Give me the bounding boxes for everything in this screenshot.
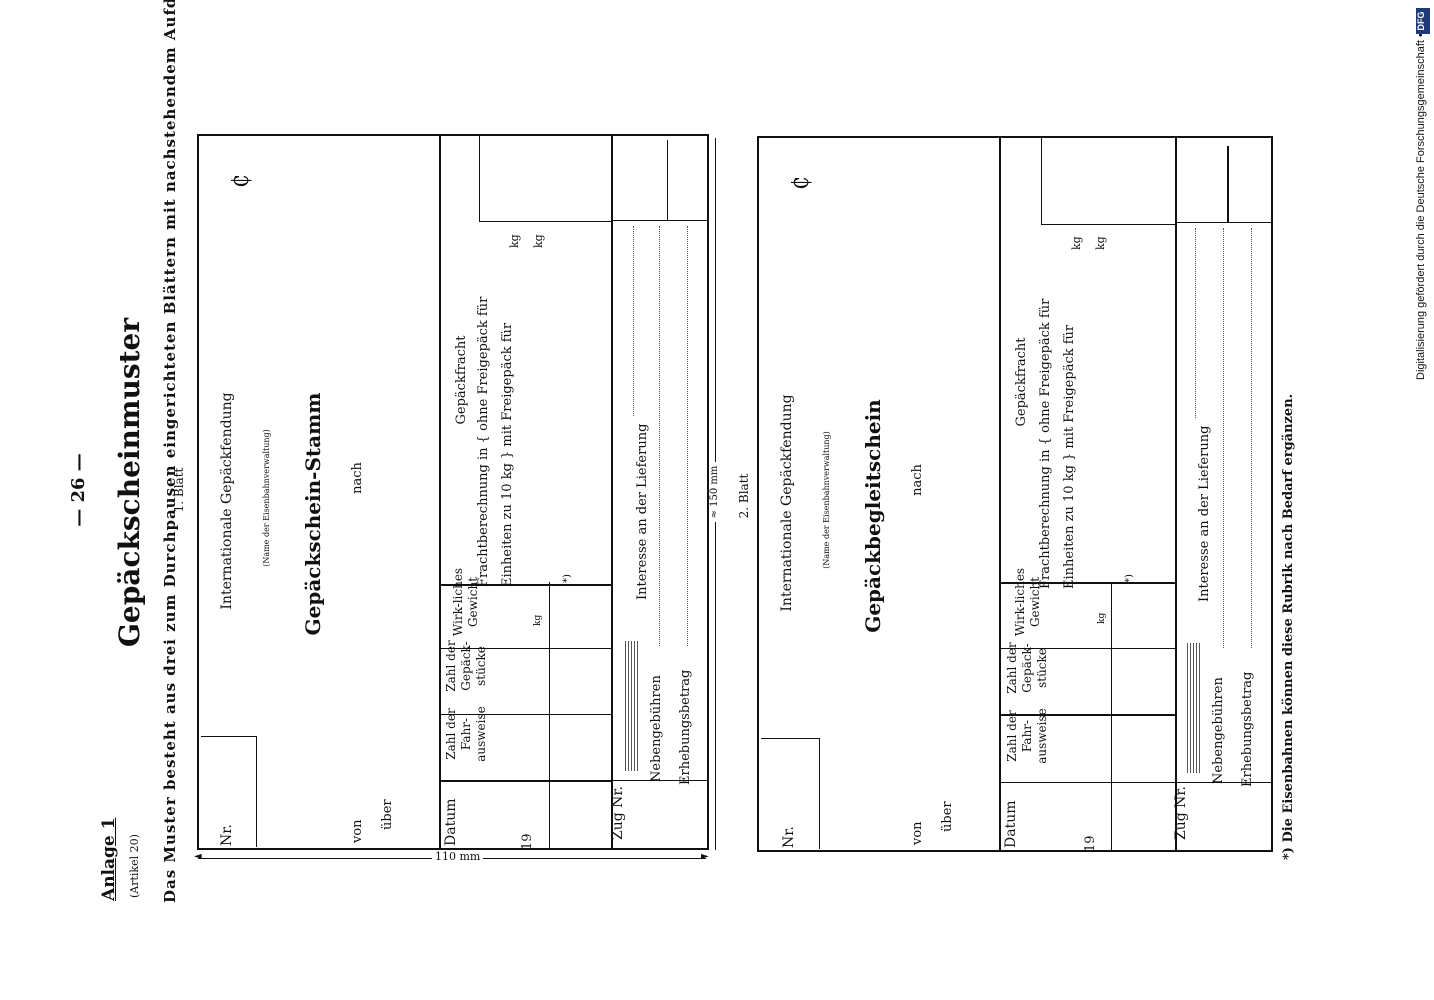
admin-note: (Name der Eisenbahnverwaltung) bbox=[262, 429, 271, 567]
calc-kg-2: kg bbox=[532, 234, 545, 248]
calc-kg-2: kg bbox=[1094, 236, 1107, 250]
col-divider-2 bbox=[439, 714, 611, 715]
row-divider-1 bbox=[999, 582, 1175, 584]
erhebung-label: Erhebungsbetrag bbox=[1240, 671, 1255, 787]
bottom-col-line bbox=[1175, 782, 1271, 783]
width-label: 110 mm bbox=[432, 850, 484, 863]
admin-note: (Name der Eisenbahnverwaltung) bbox=[822, 431, 831, 569]
page-number: — 26 — bbox=[68, 453, 89, 527]
width-arrow-right: ► bbox=[701, 851, 709, 862]
fracht-top-line bbox=[479, 136, 480, 221]
ueber-label: über bbox=[380, 799, 395, 830]
currency-symbol: ₵ bbox=[789, 176, 814, 190]
col-divider-3 bbox=[439, 648, 611, 649]
gepaeckfracht-label: Gepäckfracht bbox=[1014, 337, 1029, 427]
footnote-text: *) Die Eisenbahnen können diese Rubrik n… bbox=[1281, 393, 1296, 860]
fracht-top-line bbox=[1041, 138, 1042, 224]
footnote-mark: *) bbox=[1124, 574, 1135, 583]
nr-label: Nr. bbox=[781, 826, 797, 848]
header-row-line bbox=[549, 582, 550, 850]
interesse-label: Interesse an der Lieferung bbox=[1197, 425, 1212, 602]
nr-label: Nr. bbox=[219, 824, 235, 846]
gepaeckfracht-label: Gepäckfracht bbox=[454, 335, 469, 425]
interesse-label: Interesse an der Lieferung bbox=[635, 423, 650, 600]
col-divider-3 bbox=[999, 782, 1175, 783]
gewicht-kg: kg bbox=[533, 614, 543, 626]
col-datum: Datum bbox=[1003, 800, 1019, 849]
bottom-col-line bbox=[611, 780, 707, 781]
hatched-area bbox=[625, 641, 639, 771]
fracht-row-line bbox=[479, 221, 613, 222]
col-fahrausweise: Zahl der Fahr-ausweise bbox=[444, 706, 488, 762]
dfg-logo: DFG bbox=[1416, 8, 1430, 34]
calc-line-1: Frachtberechnung in { ohne Freigepäck fü… bbox=[476, 296, 491, 587]
col-stuecke: Zahl der Gepäck-stücke bbox=[1005, 642, 1049, 694]
row-divider-1 bbox=[439, 584, 611, 586]
form-title: Gepäckschein-Stamm bbox=[301, 392, 325, 636]
table-top-line bbox=[439, 136, 441, 850]
calc-line-2: Einheiten zu 10 kg } mit Freigepäck für bbox=[500, 322, 515, 587]
zug-row-line bbox=[1175, 138, 1177, 852]
digitization-credit: Digitalisierung gefördert durch die Deut… bbox=[1415, 33, 1427, 380]
erhebung-dots bbox=[1251, 228, 1252, 648]
currency-symbol: ₵ bbox=[229, 174, 254, 188]
zug-row-line bbox=[611, 136, 613, 850]
baggage-form-stub: Nr. Internationale Gepäckfendung (Name d… bbox=[197, 134, 709, 850]
calc-line-1: Frachtberechnung in { ohne Freigepäck fü… bbox=[1038, 298, 1053, 589]
page-title: Gepäckscheinmuster bbox=[113, 317, 146, 647]
nach-label: nach bbox=[350, 462, 365, 494]
zug-label: Zug Nr. bbox=[1173, 785, 1189, 840]
neben-dots bbox=[659, 226, 660, 646]
width-arrow-left: ◄ bbox=[194, 851, 202, 862]
gewicht-kg: kg bbox=[1097, 612, 1107, 624]
length-label: ≈ 150 mm bbox=[709, 462, 723, 522]
col-divider-2 bbox=[999, 648, 1175, 649]
ueber-label: über bbox=[940, 801, 955, 832]
right-box-bottom bbox=[611, 220, 707, 221]
footnote-mark: *) bbox=[562, 574, 573, 583]
sheet-label-2: 2. Blatt bbox=[737, 473, 751, 519]
nebengebuehren-label: Nebengebühren bbox=[649, 675, 664, 782]
fracht-row-line bbox=[1041, 224, 1175, 225]
col-divider-1 bbox=[999, 714, 1175, 716]
calc-line-2: Einheiten zu 10 kg } mit Freigepäck für bbox=[1062, 324, 1077, 589]
interesse-dots bbox=[1195, 228, 1196, 418]
calc-kg-1: kg bbox=[1070, 236, 1083, 250]
nr-box bbox=[761, 738, 820, 849]
von-label: von bbox=[910, 821, 925, 845]
form-heading: Internationale Gepäckfendung bbox=[219, 392, 235, 610]
col-datum: Datum bbox=[443, 798, 459, 847]
year-19: 19 bbox=[1083, 835, 1098, 852]
nach-label: nach bbox=[910, 464, 925, 496]
erhebung-label: Erhebungsbetrag bbox=[678, 669, 693, 785]
article-ref: (Artikel 20) bbox=[128, 834, 141, 898]
col-fahrausweise: Zahl der Fahr-ausweise bbox=[1005, 708, 1049, 764]
neben-dots bbox=[1223, 228, 1224, 648]
hatched-area bbox=[1187, 643, 1201, 773]
calc-kg-1: kg bbox=[508, 234, 521, 248]
baggage-form-accompanying: Nr. Internationale Gepäckfendung (Name d… bbox=[757, 136, 1273, 852]
sheet-label-1: 1. Blatt bbox=[172, 467, 186, 513]
col-divider-1 bbox=[439, 780, 611, 782]
annex-label: Anlage 1 bbox=[99, 817, 119, 901]
nr-box bbox=[201, 736, 257, 847]
table-top-line bbox=[999, 138, 1001, 852]
right-box-bottom bbox=[1175, 222, 1271, 223]
nebengebuehren-label: Nebengebühren bbox=[1211, 677, 1226, 784]
von-label: von bbox=[350, 819, 365, 843]
header-row-line bbox=[1111, 582, 1112, 852]
form-title: Gepäckbegleitschein bbox=[861, 399, 885, 633]
right-box-line bbox=[1227, 146, 1229, 222]
year-19: 19 bbox=[520, 833, 535, 850]
erhebung-dots bbox=[687, 226, 688, 646]
interesse-dots bbox=[633, 226, 634, 416]
right-box-line bbox=[667, 140, 668, 220]
zug-label: Zug Nr. bbox=[610, 785, 626, 840]
form-heading: Internationale Gepäckfendung bbox=[779, 394, 795, 612]
